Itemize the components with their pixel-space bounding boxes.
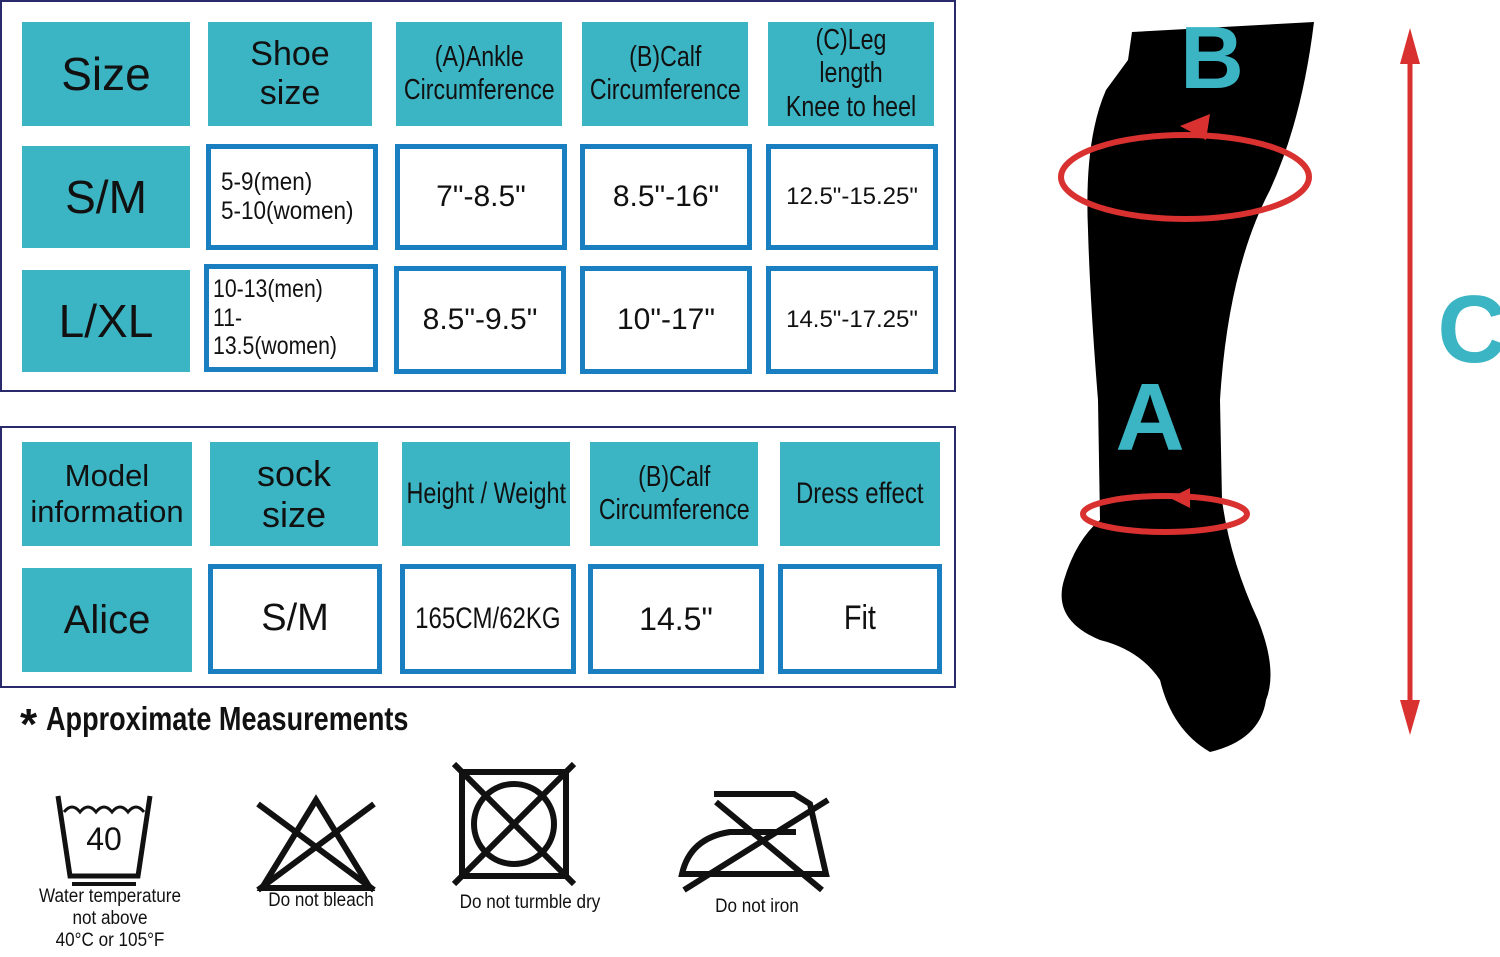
size-sm: S/M [22,146,190,248]
model-calf: 14.5" [588,564,764,674]
calf-lxl: 10"-17" [580,266,752,374]
dress-effect-header: Dress effect [780,442,940,546]
wash-40-icon: 40 [55,795,153,886]
leg-length-lxl: 14.5"-17.25" [766,266,938,374]
model-sock-size: S/M [208,564,382,674]
no-tumble-dry-label: Do not turmble dry [459,892,601,913]
shoe-size-lxl: 10-13(men) 11-13.5(women) [204,264,378,372]
model-dress-effect: Fit [778,564,942,674]
ankle-lxl: 8.5"-9.5" [394,266,566,374]
ankle-sm: 7"-8.5" [395,144,567,250]
calf-header: (B)Calf Circumference [582,22,748,126]
label-c: C [1437,276,1500,383]
calf-measure-ring [1058,132,1312,222]
sock-diagram: B A C [1058,8,1500,752]
sock-size-header: sock size [210,442,378,546]
wash-temp-value: 40 [86,821,122,857]
wash-label: Water temperature not above 40°C or 105°… [39,886,181,951]
leg-length-sm: 12.5"-15.25" [766,144,938,250]
model-calf-header: (B)Calf Circumference [590,442,758,546]
approximate-note: * Approximate Measurements [20,700,409,749]
label-a: A [1115,364,1184,471]
size-lxl: L/XL [22,270,190,372]
leg-length-header: (C)Leg length Knee to heel [768,22,934,126]
label-b: B [1180,8,1244,107]
shoe-size-sm: 5-9(men) 5-10(women) [206,144,378,250]
height-weight-header: Height / Weight [402,442,570,546]
no-iron-label: Do not iron [715,896,799,917]
no-iron-icon [678,791,830,893]
model-name: Alice [22,568,192,672]
sock-silhouette [1061,22,1314,752]
calf-sm: 8.5"-16" [580,144,752,250]
size-header: Size [22,22,190,126]
size-table: Size Shoe size (A)Ankle Circumference (B… [0,0,956,392]
no-tumble-dry-icon [452,762,576,886]
model-height-weight: 165CM/62KG [400,564,576,674]
model-table: Model information sock size Height / Wei… [0,426,956,688]
shoe-size-header: Shoe size [208,22,372,126]
model-info-header: Model information [22,442,192,546]
ankle-header: (A)Ankle Circumference [396,22,562,126]
no-bleach-icon [256,794,376,893]
no-bleach-label: Do not bleach [268,890,374,911]
ankle-measure-ring [1080,493,1250,535]
